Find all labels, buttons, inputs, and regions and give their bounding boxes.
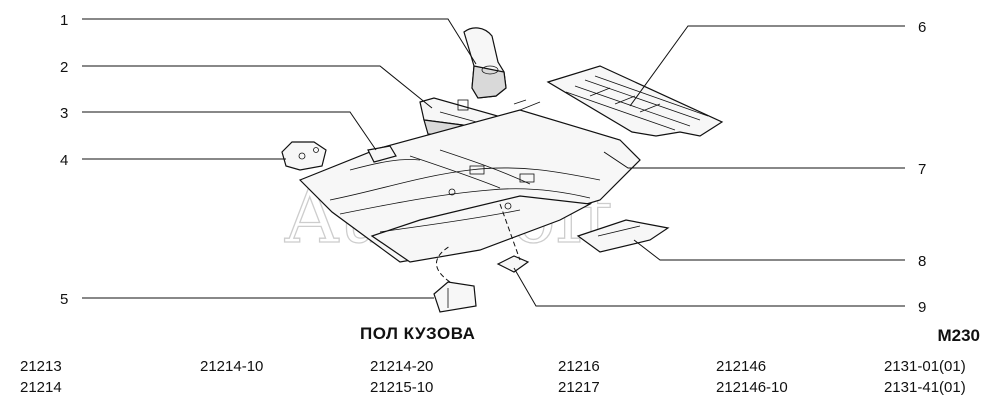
callout-numbers: 1 2 3 4 5 6 7 8 9 bbox=[60, 12, 926, 316]
model-code: 21216 bbox=[558, 358, 600, 375]
diagram-code: M230 bbox=[937, 326, 980, 345]
model-code: 21217 bbox=[558, 379, 600, 396]
leader-lines bbox=[82, 18, 905, 307]
model-column-6: 2131-01(01) 2131-41(01) bbox=[884, 356, 966, 398]
model-code: 21214 bbox=[20, 379, 62, 396]
model-code: 2131-41(01) bbox=[884, 379, 966, 396]
callout-8: 8 bbox=[918, 253, 926, 270]
callout-3: 3 bbox=[60, 105, 68, 122]
part-5-bracket bbox=[433, 245, 477, 313]
model-code: 21214-20 bbox=[370, 358, 434, 375]
callout-2: 2 bbox=[60, 59, 68, 76]
model-code: 21213 bbox=[20, 358, 62, 375]
part-8-plate bbox=[576, 219, 670, 253]
callout-5: 5 bbox=[60, 291, 68, 308]
part-9-small-plate bbox=[496, 203, 530, 273]
model-code: 2131-01(01) bbox=[884, 358, 966, 375]
model-code: 21214-10 bbox=[200, 358, 264, 375]
callout-7: 7 bbox=[918, 161, 926, 178]
part-3-side-sill bbox=[349, 145, 421, 171]
model-code: 212146 bbox=[716, 358, 767, 375]
part-6-rear-floor-panel bbox=[546, 65, 724, 137]
model-column-5: 212146 212146-10 bbox=[716, 356, 788, 398]
callout-4: 4 bbox=[60, 152, 68, 169]
model-column-3: 21214-20 21215-10 bbox=[370, 356, 433, 398]
model-code: 212146-10 bbox=[716, 379, 788, 396]
model-code: 21215-10 bbox=[370, 379, 434, 396]
model-column-4: 21216 21217 bbox=[558, 356, 600, 398]
model-column-2: 21214-10 bbox=[200, 356, 263, 377]
diagram-title: ПОЛ КУЗОВА bbox=[360, 324, 476, 343]
callout-6: 6 bbox=[918, 19, 926, 36]
callout-1: 1 bbox=[60, 12, 68, 29]
callout-9: 9 bbox=[918, 299, 926, 316]
model-list: 21213 21214 21214-10 21214-20 21215-10 2… bbox=[0, 356, 1000, 404]
part-4-bracket bbox=[281, 141, 327, 171]
model-column-1: 21213 21214 bbox=[20, 356, 62, 398]
part-1-bracket bbox=[463, 27, 507, 99]
